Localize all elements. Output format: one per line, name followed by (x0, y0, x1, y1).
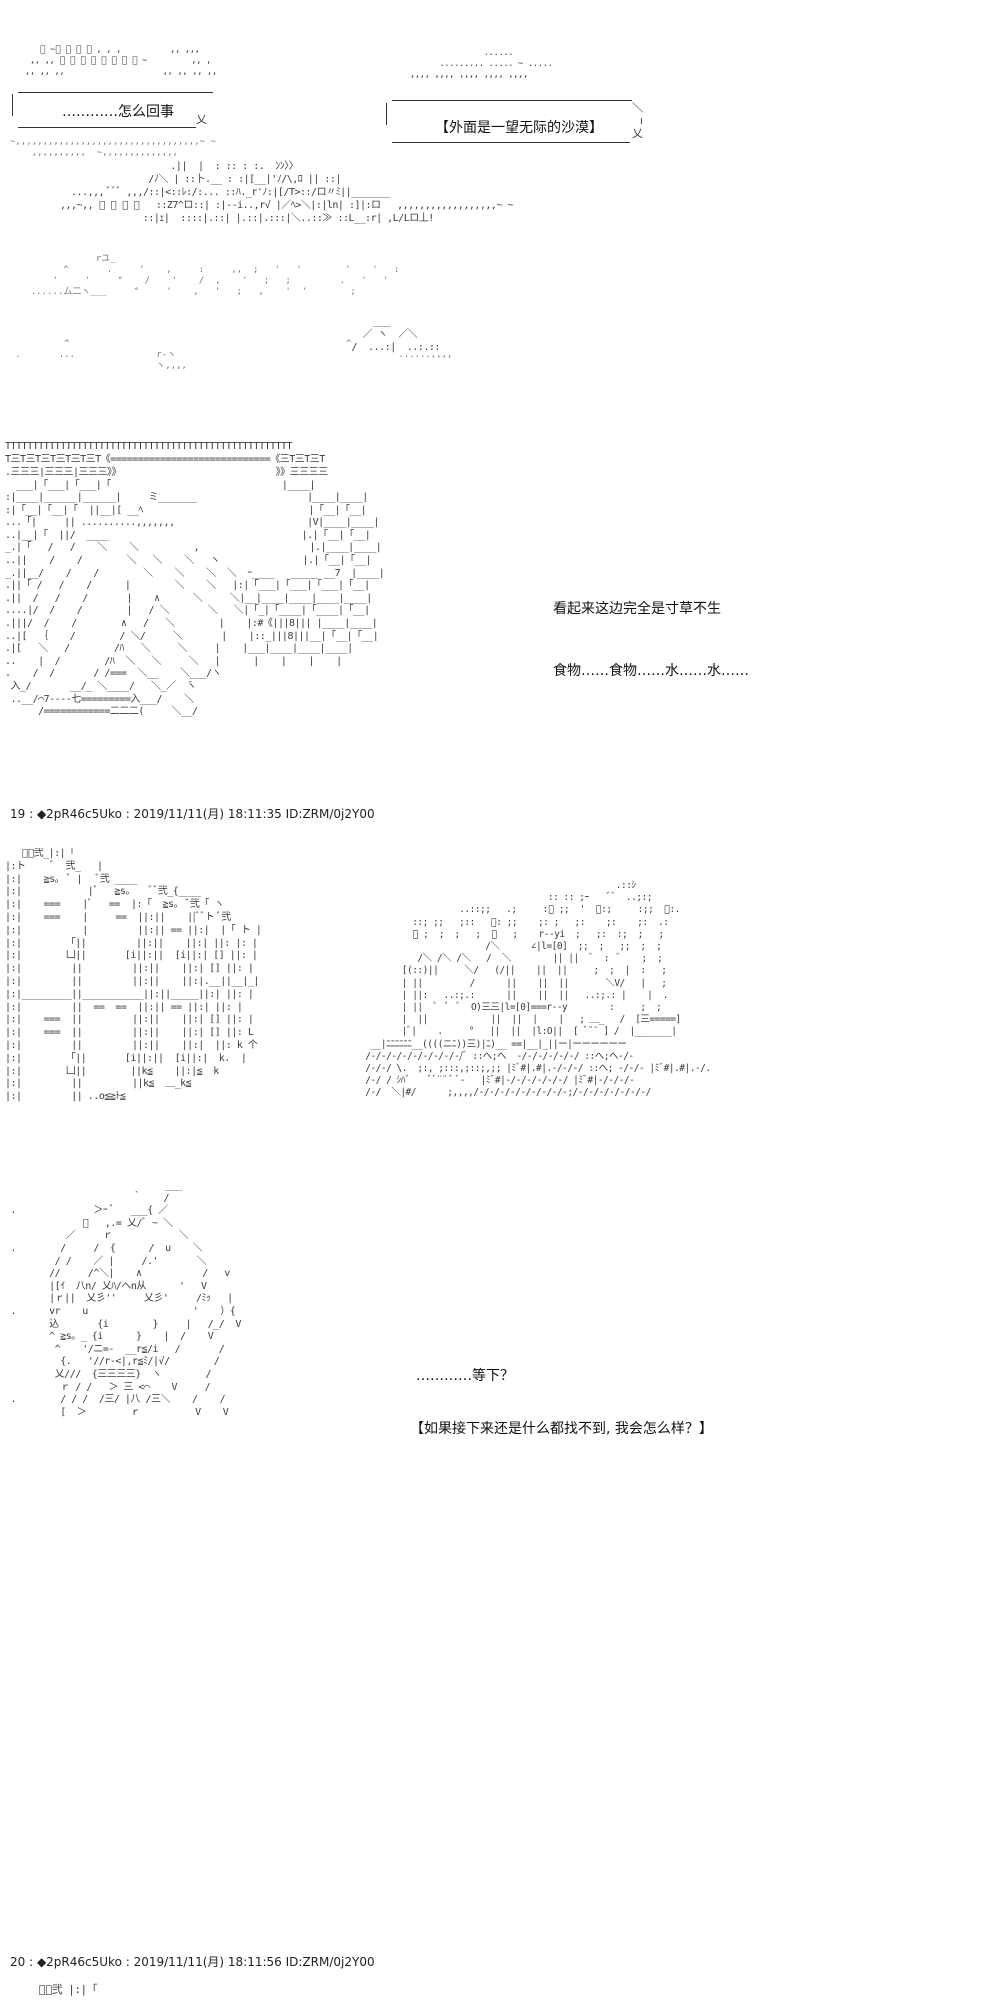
sand-dune-shape: ___ ／ ヽ ／＼ / ...:| ..:.:: ＼ (351, 316, 441, 353)
narration-what-if: 【如果接下来还是什么都找不到, 我会怎么样？】 (410, 1421, 713, 1437)
cloaked-figure-art: :|____|______|______| ミ_______ |____|___… (5, 492, 385, 718)
sky-left-clouds: ~,,,,,,,,,,,,,,,,,,,,,,,,,,,,,,,,,,~ ~ ,… (10, 137, 216, 158)
bubble-left-edge (12, 94, 13, 116)
narration-wait: …………等下？ (416, 1368, 514, 1384)
bubble-left-bottom-line (18, 127, 196, 128)
bubble-right-top-line (392, 100, 632, 101)
bubble-right-corner: ＼ | (632, 101, 645, 124)
bubble-left-top-line (18, 92, 213, 93)
character-face-art: ___ ｀ / . ＞ｰ ﾞ ___{ ／ ﾞ ,.= 乂/ﾞ ~ ＼ ／ ｒ … (10, 1180, 242, 1418)
post-19-header: 19 : ◆2pR46c5Uko : 2019/11/11(月) 18:11:3… (10, 807, 375, 821)
building-interior-art: ﾞﾞ弐_|:|「 |:ト ﾞ 弐_ | |:| ≧s。 ﾞ | ﾞ弐 ____ … (5, 848, 262, 1103)
narration-food-water: 食物……食物……水……水…… (553, 663, 749, 679)
bubble-right-tail: 乂 (632, 127, 643, 140)
brick-wall-top-art: TTTTTTTTTTTTTTTTTTTTTTTTTTTTTTTTTTTTTTTT… (5, 441, 328, 491)
narration-barren: 看起来这边完全是寸草不生 (553, 601, 721, 617)
bubble-right-bottom-line (392, 142, 630, 143)
bubble-right-edge (386, 103, 387, 125)
bubble-right-text: 【外面是一望无际的沙漠】 (435, 120, 603, 136)
sand-dunes-dots: rユ_ ^ . ' , : ,, ; ' ' ' ' : ' ' ° / ' /… (30, 254, 400, 297)
bubble-left-tail: 乂 (196, 113, 207, 126)
next-panel-fragment-art: ﾞﾞ弐 |:|「 (20, 1983, 98, 1996)
sky-clouds-art: ﾞ ~ﾞ ﾞ ﾞ ﾞ , , , ,, ,,, ,, ,, ﾞ ﾞ ﾞ ﾞ ﾞ … (24, 45, 217, 77)
ruins-skyline-art: .::ｼ :: :: ;ｰ ﾞﾞ ..;:; ..::;; .; :ﾞ ;; '… (365, 880, 711, 1099)
bubble-left-text: …………怎么回事 (62, 104, 174, 120)
post-20-header: 20 : ◆2pR46c5Uko : 2019/11/11(月) 18:11:5… (10, 1955, 375, 1969)
town-skyline-art: .|| | : :: : :. ﾝﾝ〉〉 /ﾉ＼ | ::卜.__ : :|[_… (60, 161, 514, 224)
desert-floor-dots: ^ ^ . ... r‐ヽ ......,,,, ヽ,,,, (15, 339, 453, 371)
sky-lines-right: ...... ......... ..... ~ ..... ,,,, ,,,,… (409, 48, 553, 80)
